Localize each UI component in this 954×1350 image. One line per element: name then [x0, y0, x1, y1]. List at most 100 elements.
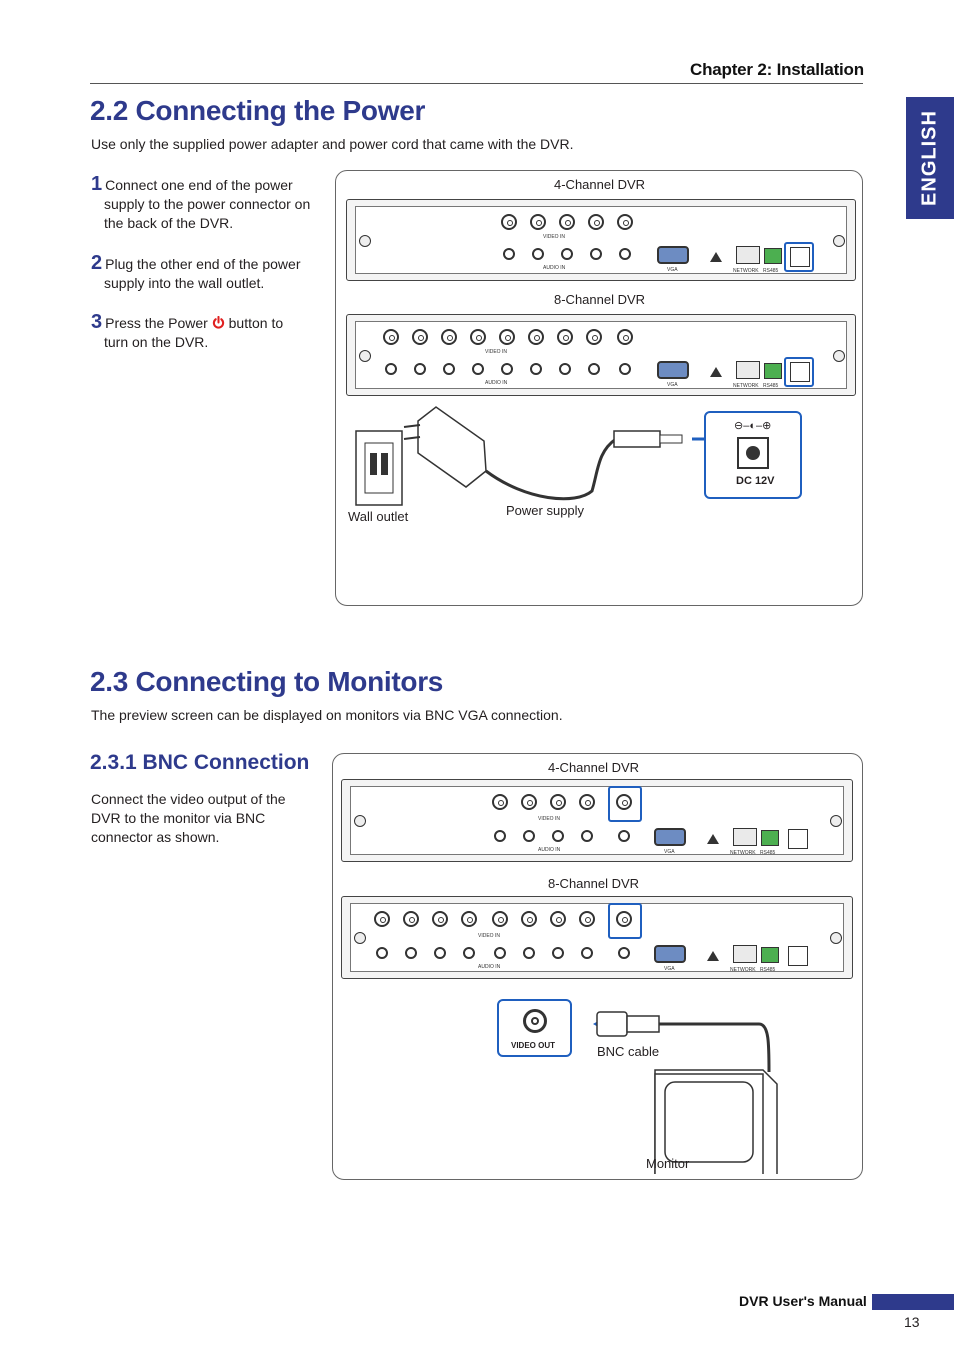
network-port-icon: [736, 361, 760, 379]
video-in-label: VIDEO IN: [543, 234, 565, 240]
dc-port-icon: [788, 829, 808, 849]
rca-port-icon: [501, 363, 513, 375]
rca-port-icon: [463, 947, 475, 959]
section-title-power: 2.2 Connecting the Power: [90, 95, 426, 126]
rca-port-icon: [581, 947, 593, 959]
rca-port-icon: [443, 363, 455, 375]
power-intro: Use only the supplied power adapter and …: [91, 136, 574, 152]
monitor-figure: 4-Channel DVR 8-Channel DVR VIDEO IN AUD…: [332, 753, 863, 1180]
footer-title: DVR User's Manual: [739, 1293, 867, 1309]
bnc-port-icon: [521, 911, 537, 927]
network-label: NETWORK: [730, 850, 756, 856]
bnc-instructions: Connect the video output of the DVR to t…: [91, 791, 286, 845]
step-text: Connect one end of the power: [105, 177, 293, 193]
dc-12v-label: DC 12V: [736, 475, 775, 487]
step-text: Press the Power: [105, 315, 208, 331]
dc-port-icon: [790, 362, 810, 382]
bnc-port-icon: [530, 214, 546, 230]
rs485-label: RS485: [760, 967, 776, 973]
network-label: NETWORK: [733, 383, 759, 389]
screw-icon: [359, 350, 371, 362]
footer-accent-bar: [872, 1294, 954, 1310]
bnc-port-icon: [579, 794, 595, 810]
video-out-highlight: [608, 786, 642, 822]
dvr-8ch-rear-panel: VIDEO IN AUDIO IN VGA NETWORK RS485: [346, 314, 856, 396]
warning-icon: [707, 834, 719, 844]
rs485-port-icon: [761, 830, 779, 846]
rca-port-icon: [618, 947, 630, 959]
screw-icon: [830, 932, 842, 944]
step-number: 2: [91, 252, 103, 274]
rs485-port-icon: [761, 947, 779, 963]
bnc-port-icon: [528, 329, 544, 345]
rca-port-icon: [414, 363, 426, 375]
vga-label: VGA: [667, 382, 678, 388]
chapter-heading: Chapter 2: Installation: [690, 60, 864, 79]
step-text-after: button to: [228, 315, 284, 331]
language-tab-label: ENGLISH: [918, 110, 941, 206]
video-in-label: VIDEO IN: [538, 816, 560, 822]
dc-port-icon: [788, 946, 808, 966]
screw-icon: [830, 815, 842, 827]
video-out-highlight: [608, 903, 642, 939]
subsection-title-bnc: 2.3.1 BNC Connection: [90, 751, 310, 774]
step-text-cont: supply to the power connector on the bac…: [104, 196, 311, 231]
wall-outlet-label: Wall outlet: [348, 509, 409, 524]
audio-in-label: AUDIO IN: [538, 847, 561, 853]
bnc-port-icon: [521, 794, 537, 810]
rca-port-icon: [523, 830, 535, 842]
warning-icon: [710, 252, 722, 262]
rca-port-icon: [385, 363, 397, 375]
rca-port-icon: [619, 363, 631, 375]
rca-port-icon: [552, 947, 564, 959]
video-in-label: VIDEO IN: [485, 349, 507, 355]
vga-label: VGA: [667, 267, 678, 273]
bnc-port-icon: [559, 214, 575, 230]
network-port-icon: [733, 945, 757, 963]
warning-icon: [710, 367, 722, 377]
bnc-port-icon: [586, 329, 602, 345]
bnc-port-icon: [461, 911, 477, 927]
rca-port-icon: [590, 248, 602, 260]
dc-jack-icon: [737, 437, 769, 469]
rca-port-icon: [552, 830, 564, 842]
screw-icon: [354, 815, 366, 827]
step-text-cont: supply into the wall outlet.: [104, 275, 265, 291]
bnc-port-icon: [432, 911, 448, 927]
rca-port-icon: [530, 363, 542, 375]
step-text-cont: turn on the DVR.: [104, 334, 209, 350]
dc-port-highlight: [784, 242, 814, 272]
section-title-monitors: 2.3 Connecting to Monitors: [90, 666, 444, 697]
screw-icon: [354, 932, 366, 944]
rca-port-icon: [561, 248, 573, 260]
rca-port-icon: [503, 248, 515, 260]
bnc-port-icon: [383, 329, 399, 345]
rca-port-icon: [619, 248, 631, 260]
screw-icon: [359, 235, 371, 247]
audio-in-label: AUDIO IN: [478, 964, 501, 970]
dvr-4ch-rear-panel: VIDEO IN AUDIO IN VGA NETWORK RS485: [346, 199, 856, 281]
vga-port-icon: [657, 246, 689, 264]
bnc-port-icon: [588, 214, 604, 230]
bnc-port-icon: [374, 911, 390, 927]
monitor-label: Monitor: [646, 1156, 690, 1171]
power-figure: 4-Channel DVR 8-Channel DVR VIDEO IN AUD…: [335, 170, 863, 606]
caption-8ch: 8-Channel DVR: [554, 292, 646, 307]
rca-port-icon: [434, 947, 446, 959]
polarity-icon: ⊖–◐–⊕: [734, 420, 772, 432]
bnc-cable-label: BNC cable: [597, 1044, 660, 1059]
rs485-port-icon: [764, 363, 782, 379]
rca-port-icon: [618, 830, 630, 842]
page-number: 13: [904, 1314, 920, 1330]
vga-port-icon: [654, 828, 686, 846]
power-adapter-illustration: [355, 406, 734, 506]
rca-port-icon: [472, 363, 484, 375]
monitors-intro: The preview screen can be displayed on m…: [91, 707, 563, 723]
rca-port-icon: [405, 947, 417, 959]
rs485-label: RS485: [763, 268, 779, 274]
bnc-cable-illustration: [593, 1011, 778, 1174]
step-number: 3: [91, 311, 103, 333]
bnc-port-icon: [501, 214, 517, 230]
